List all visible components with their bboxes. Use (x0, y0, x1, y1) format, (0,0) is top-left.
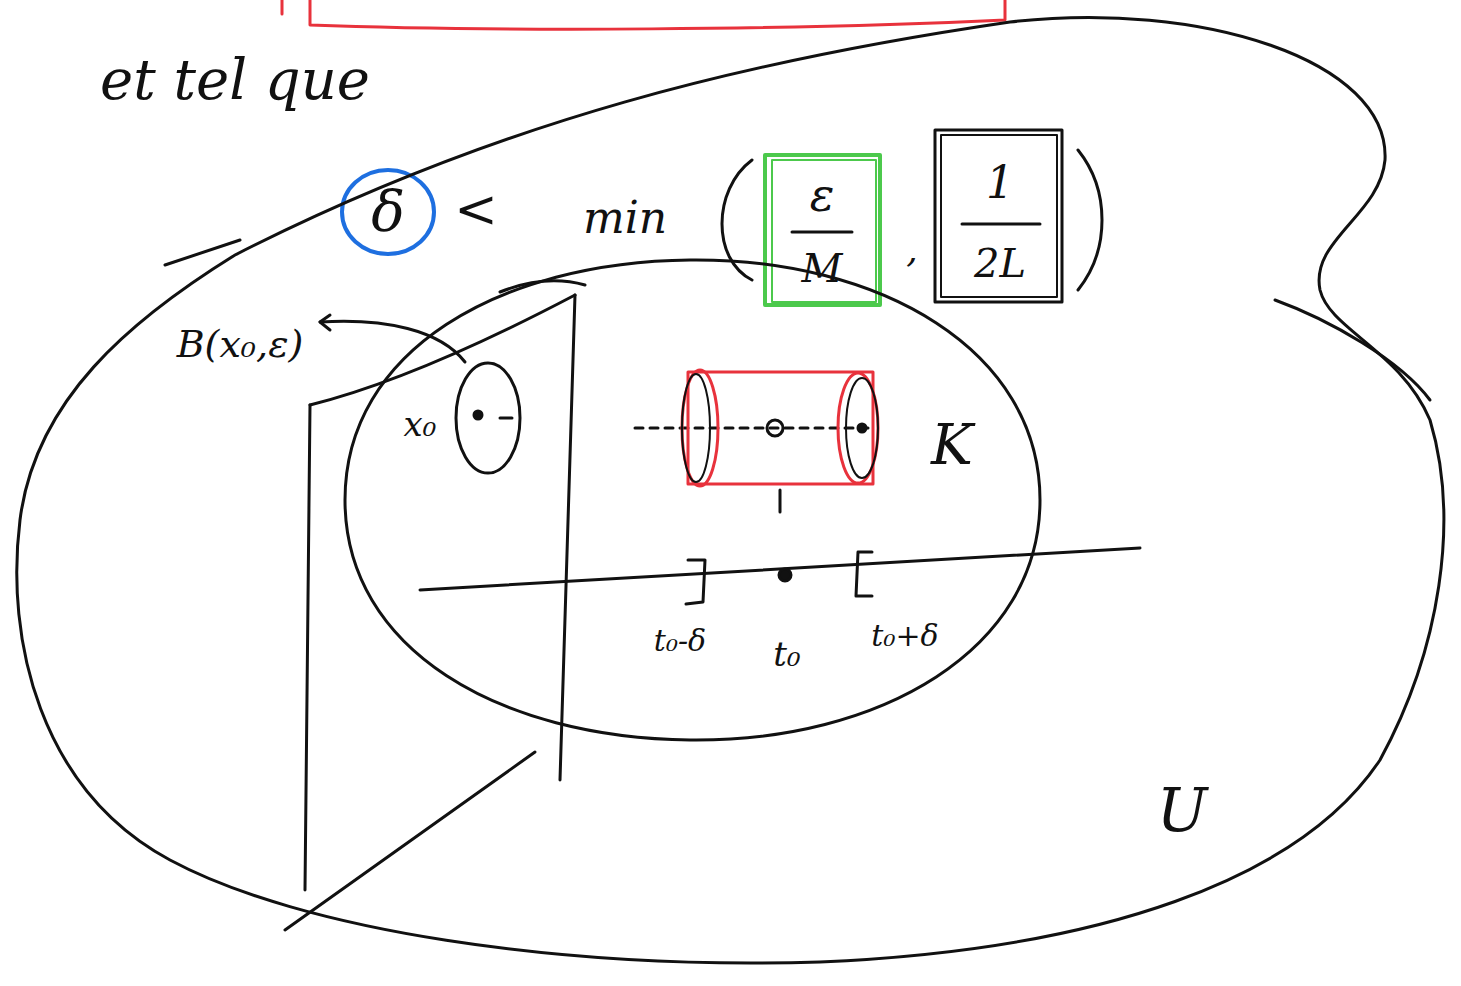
compact-k: K (335, 255, 1050, 750)
ball-label: B(x₀,ε) (177, 324, 304, 366)
tick (779, 490, 782, 512)
region-outline (335, 255, 1050, 750)
fraction-numerator: 1 (986, 159, 1014, 207)
cylinder-end (846, 378, 878, 478)
region-outline (17, 17, 1444, 963)
axis-label: t₀-δ (654, 624, 706, 657)
cylinder-end (682, 370, 718, 486)
intro-text: et tel que (100, 49, 370, 111)
red-frame (310, 0, 1005, 29)
point (474, 411, 482, 419)
region-name: K (931, 414, 973, 476)
highlight-box (941, 135, 1057, 297)
outline-stroke (1275, 300, 1430, 400)
interval-bracket (686, 560, 705, 604)
cylinder-end (682, 374, 710, 482)
cylinder-end (838, 373, 878, 483)
leader-head (320, 315, 330, 330)
fraction-bar (792, 231, 852, 234)
highlight-circle (342, 170, 434, 254)
interval-bracket (856, 552, 872, 596)
highlight-box (765, 155, 880, 305)
axis-label: t₀ (773, 636, 800, 673)
region-u: UK (5, 10, 1455, 975)
point (858, 424, 866, 432)
fraction-denominator: 2L (974, 241, 1026, 285)
fraction-denominator: M (802, 246, 843, 290)
region-outline (5, 10, 1455, 975)
math-operator: min (583, 194, 667, 242)
highlight-box (772, 160, 876, 302)
fraction-bar (962, 223, 1040, 226)
parenthesis (1078, 150, 1102, 290)
plane-edge (285, 752, 535, 930)
fraction-numerator: ε (810, 170, 835, 221)
region-outline (345, 260, 1040, 740)
region-name: U (1157, 777, 1208, 843)
highlight-box (935, 130, 1062, 302)
math-symbol: δ (371, 181, 405, 243)
outline-stroke (165, 240, 240, 265)
point (779, 569, 791, 581)
point-label: x₀ (404, 406, 437, 443)
point (767, 420, 783, 436)
plane-edge (560, 295, 575, 780)
tick (500, 417, 512, 420)
ball-outline (456, 363, 520, 473)
math-symbol: < (454, 181, 498, 238)
axis-label: t₀+δ (871, 619, 938, 652)
math-symbol: , (906, 230, 917, 270)
plane-edge (310, 295, 575, 405)
red-frame (281, 0, 284, 14)
plane-edge (305, 405, 310, 890)
